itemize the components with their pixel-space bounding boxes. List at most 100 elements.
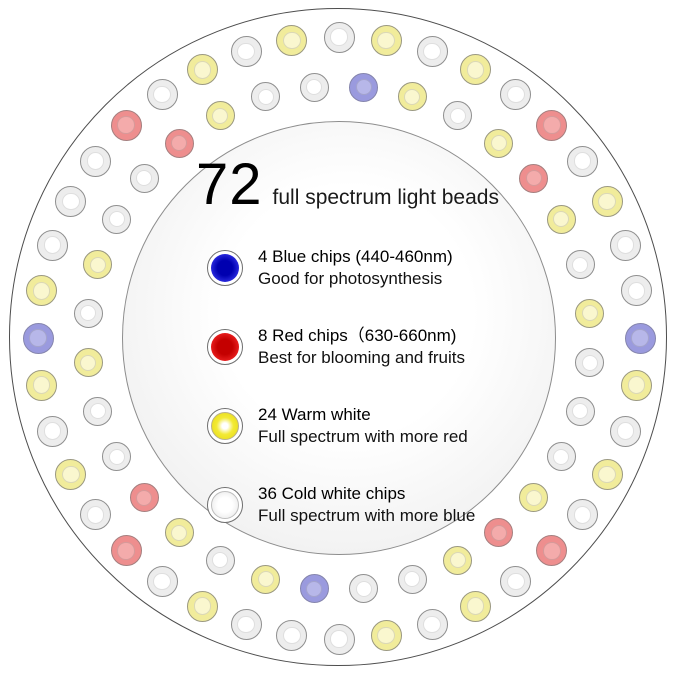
led-bead-blue	[22, 322, 54, 354]
led-bead-core	[193, 61, 211, 79]
led-bead-core	[136, 489, 153, 506]
led-bead-warm	[546, 204, 576, 234]
legend-text-warm-white: 24 Warm white Full spectrum with more re…	[258, 404, 468, 449]
led-bead-core	[283, 626, 301, 644]
inner-legend-circle	[122, 121, 556, 555]
led-bead-red	[484, 518, 514, 548]
legend: 4 Blue chips (440-460nm) Good for photos…	[207, 246, 475, 528]
led-bead-cold	[500, 79, 532, 110]
led-bead-warm	[370, 619, 402, 651]
led-bead-cold	[565, 250, 595, 280]
title-block: 72 full spectrum light beads	[196, 156, 499, 214]
led-bead-warm	[186, 54, 218, 86]
led-bead-core	[153, 572, 171, 591]
led-bead-warm	[591, 185, 623, 217]
led-bead-cold	[55, 185, 87, 217]
led-bead-cold	[230, 36, 262, 68]
led-bead-cold	[251, 82, 281, 112]
led-bead-core	[108, 448, 125, 465]
led-bead-core	[355, 580, 372, 597]
led-bead-core	[598, 192, 616, 210]
led-bead-core	[449, 107, 466, 124]
led-bead-warm	[186, 590, 218, 622]
led-bead-core	[598, 465, 616, 484]
led-bead-cold	[575, 348, 605, 378]
led-bead-cold	[443, 101, 473, 131]
led-bead-cold	[323, 623, 355, 655]
led-bead-warm	[251, 564, 281, 594]
led-bead-blue	[349, 72, 379, 102]
led-bead-red	[519, 163, 549, 193]
led-bead-core	[89, 256, 106, 273]
legend-text-red: 8 Red chips（630-660nm) Best for blooming…	[258, 325, 465, 370]
led-bead-core	[237, 42, 255, 61]
led-bead-core	[553, 211, 570, 228]
led-bead-warm	[26, 369, 58, 401]
led-bead-core	[62, 192, 80, 210]
legend-row-cold-white: 36 Cold white chips Full spectrum with m…	[207, 483, 475, 528]
led-bead-cold	[83, 396, 113, 426]
led-bead-warm	[164, 518, 194, 548]
led-bead-core	[117, 116, 135, 134]
legend-blue-desc: Good for photosynthesis	[258, 269, 443, 289]
led-bead-warm	[83, 250, 113, 280]
led-bead-warm	[620, 369, 652, 401]
led-bead-cold	[609, 415, 641, 447]
led-bead-cold	[299, 72, 329, 102]
led-bead-core	[466, 61, 485, 79]
led-bead-cold	[37, 415, 69, 447]
led-bead-core	[449, 552, 466, 569]
led-bead-core	[86, 152, 105, 170]
led-bead-core	[153, 85, 171, 104]
legend-blue-title: 4 Blue chips (440-460nm)	[258, 247, 453, 266]
led-bead-core	[43, 236, 62, 254]
led-bead-core	[62, 465, 80, 484]
legend-row-warm-white: 24 Warm white Full spectrum with more re…	[207, 404, 475, 449]
blue-chip-core	[211, 254, 239, 283]
led-bead-red	[164, 128, 194, 158]
led-bead-core	[32, 376, 51, 394]
led-bead-core	[404, 570, 421, 588]
led-bead-core	[89, 403, 106, 420]
led-bead-core	[136, 169, 153, 187]
led-bead-warm	[397, 82, 427, 112]
cold-white-chip-icon	[207, 487, 243, 524]
led-bead-cold	[102, 204, 132, 234]
led-bead-cold	[276, 619, 308, 651]
led-bead-cold	[323, 21, 355, 53]
led-bead-core	[553, 448, 570, 465]
led-bead-core	[257, 570, 274, 588]
led-bead-cold	[102, 442, 132, 472]
led-bead-core	[525, 169, 542, 187]
led-bead-warm	[519, 483, 549, 513]
legend-warm-white-title: 24 Warm white	[258, 404, 371, 424]
led-bead-cold	[37, 229, 69, 261]
led-bead-core	[466, 597, 485, 615]
led-bead-cold	[565, 396, 595, 426]
led-bead-core	[29, 329, 47, 347]
led-bead-core	[32, 282, 51, 300]
led-bead-core	[43, 422, 62, 440]
led-bead-core	[507, 85, 525, 104]
led-bead-cold	[416, 36, 448, 68]
led-bead-core	[627, 282, 645, 300]
led-bead-core	[237, 615, 255, 633]
led-bead-warm	[205, 101, 235, 131]
legend-red-title: 8 Red chips（630-660nm)	[258, 325, 457, 345]
led-bead-cold	[500, 566, 532, 597]
led-bead-blue	[624, 322, 656, 354]
led-bead-cold	[567, 145, 598, 177]
led-bead-core	[423, 42, 441, 61]
led-bead-warm	[276, 25, 308, 57]
led-bead-core	[616, 422, 634, 440]
led-bead-core	[170, 135, 188, 152]
led-bead-core	[490, 524, 507, 541]
led-bead-cold	[80, 499, 111, 531]
led-bead-core	[581, 354, 598, 371]
led-bead-cold	[73, 298, 103, 328]
legend-cold-white-desc: Full spectrum with more blue	[258, 506, 476, 526]
led-bead-core	[257, 88, 274, 105]
led-bead-core	[573, 152, 592, 170]
legend-row-red: 8 Red chips（630-660nm) Best for blooming…	[207, 325, 475, 370]
